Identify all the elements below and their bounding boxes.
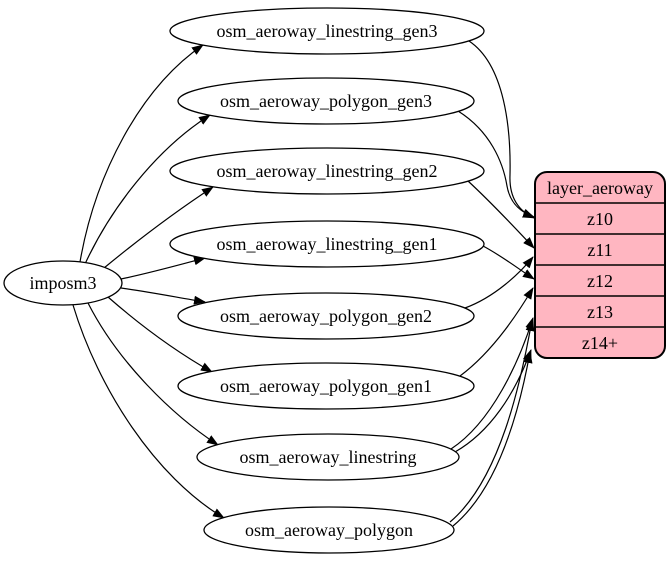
polygon-label: osm_aeroway_polygon xyxy=(245,520,413,540)
edge-imposm3-to-linestring-gen3 xyxy=(79,44,204,263)
edge-polygon-to-z14plus xyxy=(452,351,533,527)
edge-linestring-gen3-to-z10 xyxy=(468,40,535,219)
edge-polygon-gen3-to-z10 xyxy=(457,110,535,218)
edge-imposm3-to-polygon-gen2 xyxy=(120,287,206,305)
polygon-gen2-label: osm_aeroway_polygon_gen2 xyxy=(220,306,432,326)
edge-polygon-gen2-to-z11 xyxy=(464,256,534,309)
polygon-shape xyxy=(203,506,455,554)
edge-imposm3-to-linestring-gen1 xyxy=(120,256,206,280)
linestring-label: osm_aeroway_linestring xyxy=(240,447,417,467)
polygon-gen3-shape xyxy=(177,77,475,125)
polygon-gen1-label: osm_aeroway_polygon_gen1 xyxy=(220,376,432,396)
polygon-gen3-label: osm_aeroway_polygon_gen3 xyxy=(220,91,432,111)
edge-linestring-gen1-to-z12 xyxy=(482,245,535,280)
linestring-gen2-shape xyxy=(169,147,485,195)
edge-imposm3-to-polygon-gen3 xyxy=(84,114,211,265)
node-osm-aeroway-polygon-gen3: osm_aeroway_polygon_gen3 xyxy=(177,77,475,125)
node-osm-aeroway-polygon: osm_aeroway_polygon xyxy=(203,506,455,554)
layer-row-z12: z12 xyxy=(587,271,613,291)
edge-polygon-to-z13 xyxy=(449,319,535,523)
edges-to-layer xyxy=(449,40,535,527)
imposm3-shape xyxy=(3,260,123,306)
linestring-gen3-label: osm_aeroway_linestring_gen3 xyxy=(217,21,438,41)
node-layer-aeroway: layer_aeroway z10 z11 z12 z13 z14+ xyxy=(534,171,666,359)
layer-row-z11: z11 xyxy=(587,240,612,260)
layer-row-z14plus: z14+ xyxy=(582,333,618,353)
node-osm-aeroway-polygon-gen2: osm_aeroway_polygon_gen2 xyxy=(177,292,475,340)
edge-imposm3-to-linestring xyxy=(87,302,219,446)
layer-aeroway-title: layer_aeroway xyxy=(547,178,653,198)
layer-row-z13: z13 xyxy=(587,302,613,322)
polygon-gen1-shape xyxy=(177,362,475,410)
linestring-gen1-shape xyxy=(169,220,485,268)
layer-row-z10: z10 xyxy=(587,209,613,229)
node-osm-aeroway-linestring-gen2: osm_aeroway_linestring_gen2 xyxy=(169,147,485,195)
node-osm-aeroway-polygon-gen1: osm_aeroway_polygon_gen1 xyxy=(177,362,475,410)
linestring-gen2-label: osm_aeroway_linestring_gen2 xyxy=(217,161,438,181)
node-imposm3: imposm3 xyxy=(3,260,123,306)
edge-linestring-to-z13 xyxy=(450,317,534,450)
linestring-gen3-shape xyxy=(169,7,485,55)
linestring-shape xyxy=(196,433,460,481)
linestring-gen1-label: osm_aeroway_linestring_gen1 xyxy=(217,234,438,254)
edge-linestring-gen2-to-z11 xyxy=(467,180,535,249)
edge-polygon-gen1-to-z12 xyxy=(459,287,534,377)
node-osm-aeroway-linestring-gen1: osm_aeroway_linestring_gen1 xyxy=(169,220,485,268)
node-osm-aeroway-linestring-gen3: osm_aeroway_linestring_gen3 xyxy=(169,7,485,55)
edge-imposm3-to-linestring-gen2 xyxy=(103,186,214,269)
edges-from-source xyxy=(72,44,225,519)
imposm3-label: imposm3 xyxy=(29,273,96,293)
edge-linestring-to-z14plus xyxy=(454,349,532,453)
polygon-gen2-shape xyxy=(177,292,475,340)
node-osm-aeroway-linestring: osm_aeroway_linestring xyxy=(196,433,460,481)
edge-imposm3-to-polygon xyxy=(72,304,225,519)
edge-imposm3-to-polygon-gen1 xyxy=(107,296,213,373)
